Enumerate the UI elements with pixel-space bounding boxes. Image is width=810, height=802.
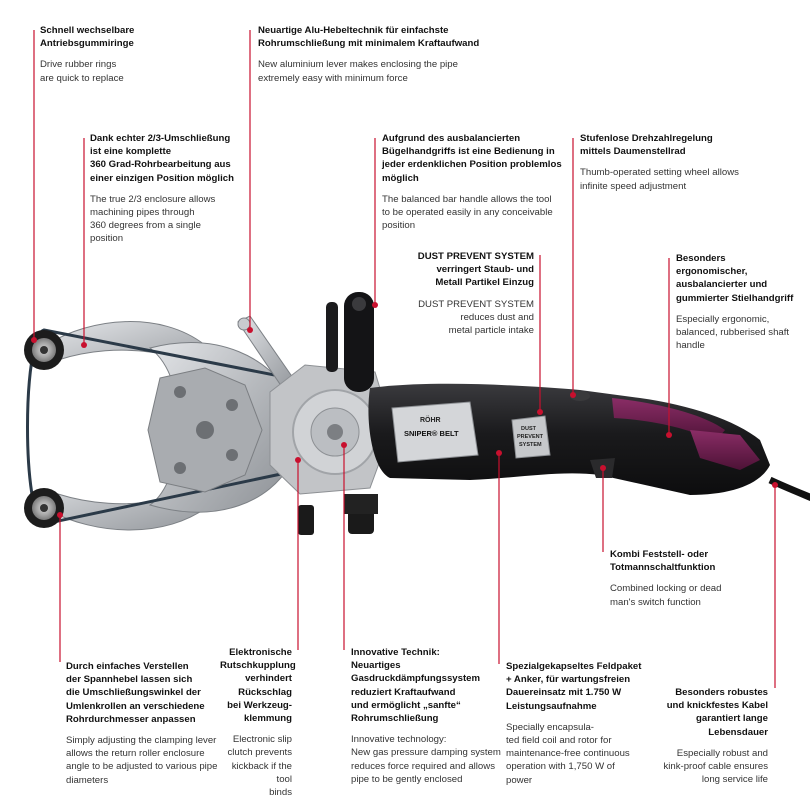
callout-speed: Stufenlose Drehzahlregelung mittels Daum… (580, 132, 780, 193)
lower-knob-right (348, 510, 374, 534)
callout-bar-handle: Aufgrund des ausbalancierten Bügelhandgr… (382, 132, 572, 232)
callout-text: The true 2/3 enclosure allows machining … (90, 193, 216, 245)
power-cable (768, 476, 810, 501)
bar-handle (326, 292, 374, 392)
callout-heading: Dank echter 2/3-Umschließung ist eine ko… (90, 133, 234, 184)
brand-text: RÖHR (420, 415, 441, 424)
callout-text: Innovative technology: New gas pressure … (351, 734, 501, 785)
callout-text: New aluminium lever makes enclosing the … (258, 59, 458, 84)
callout-text: Simply adjusting the clamping lever allo… (66, 735, 218, 786)
callout-heading: Stufenlose Drehzahlregelung mittels Daum… (580, 133, 713, 158)
callout-text: Electronic slip clutch prevents kickback… (227, 734, 292, 799)
callout-text: Thumb-operated setting wheel allows infi… (580, 167, 739, 192)
callout-heading: Spezialgekapseltes Feldpaket + Anker, fü… (506, 661, 642, 712)
callout-damping: Innovative Technik: Neuartiges Gasdruckd… (351, 646, 501, 786)
callout-text: Especially ergonomic, balanced, rubberis… (676, 313, 790, 352)
leader-lines (31, 30, 778, 688)
callout-motor: Spezialgekapseltes Feldpaket + Anker, fü… (506, 660, 666, 787)
callout-heading: Neuartige Alu-Hebeltechnik für einfachst… (258, 25, 480, 50)
callout-text: The balanced bar handle allows the tool … (382, 193, 553, 232)
callout-heading: Durch einfaches Verstellen der Spannhebe… (66, 661, 205, 725)
callout-heading: Kombi Feststell- oder Totmannschaltfunkt… (610, 549, 716, 574)
callout-cable: Besonders robustes und knickfestes Kabel… (640, 686, 768, 786)
callout-grip: Besonders ergonomischer, ausbalancierter… (676, 252, 806, 352)
lower-return-roller (24, 488, 64, 528)
callout-text: Drive rubber rings are quick to replace (40, 59, 124, 84)
callout-heading: Besonders robustes und knickfestes Kabel… (666, 687, 768, 738)
callout-clamping: Durch einfaches Verstellen der Spannhebe… (66, 660, 246, 787)
callout-heading: DUST PREVENT SYSTEM verringert Staub- un… (417, 251, 534, 289)
lower-knob-left (298, 505, 314, 535)
callout-alu-lever: Neuartige Alu-Hebeltechnik für einfachst… (258, 24, 508, 85)
callout-switch: Kombi Feststell- oder Totmannschaltfunkt… (610, 548, 800, 609)
callout-text: Combined locking or dead man's switch fu… (610, 583, 722, 608)
product-label: RÖHR SNIPER® BELT (391, 401, 479, 463)
callout-heading: Elektronische Rutschkupplung verhindert … (220, 647, 296, 725)
callout-dust: DUST PREVENT SYSTEM verringert Staub- un… (400, 250, 534, 337)
callout-drive-rings: Schnell wechselbare Antriebsgummiringe D… (40, 24, 240, 85)
badge-line-1: DUST (521, 426, 537, 432)
callout-heading: Innovative Technik: Neuartiges Gasdruckd… (351, 647, 481, 725)
callout-enclosure: Dank echter 2/3-Umschließung ist eine ko… (90, 132, 270, 246)
model-text: SNIPER® BELT (404, 429, 459, 438)
badge-line-2: PREVENT (517, 434, 544, 440)
callout-heading: Besonders ergonomischer, ausbalancierter… (676, 253, 794, 304)
callout-clutch: Elektronische Rutschkupplung verhindert … (220, 646, 296, 799)
callout-heading: Aufgrund des ausbalancierten Bügelhandgr… (382, 133, 562, 184)
upper-return-roller (24, 330, 64, 370)
callout-text: DUST PREVENT SYSTEM reduces dust and met… (418, 298, 534, 337)
dust-prevent-badge: DUST PREVENT SYSTEM (511, 415, 551, 459)
badge-line-3: SYSTEM (519, 442, 542, 448)
center-bracket (147, 367, 263, 493)
callout-heading: Schnell wechselbare Antriebsgummiringe (40, 25, 135, 50)
callout-text: Specially encapsula- ted field coil and … (506, 721, 630, 786)
callout-text: Especially robust and kink-proof cable e… (663, 747, 768, 786)
